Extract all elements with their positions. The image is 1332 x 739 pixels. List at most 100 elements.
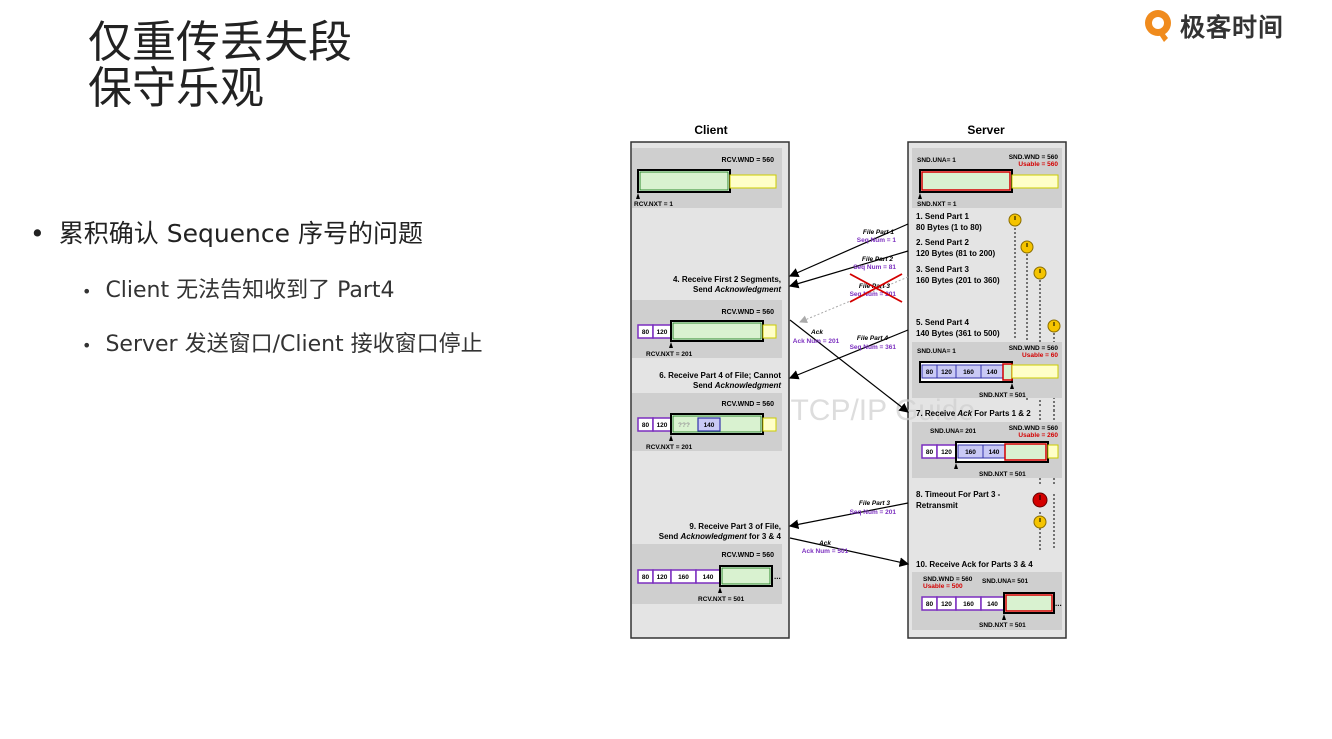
svg-text:File Part 4: File Part 4 xyxy=(857,335,888,342)
file-part-4-arrow xyxy=(788,329,909,380)
client-step-6: 6. Receive Part 4 of File; Cannot xyxy=(659,371,781,380)
svg-text:Ack: Ack xyxy=(810,329,823,336)
svg-text:80: 80 xyxy=(642,329,650,336)
svg-text:140: 140 xyxy=(704,422,715,429)
svg-text:SND.WND = 560: SND.WND = 560 xyxy=(1009,425,1059,432)
stopwatch-icon xyxy=(1008,213,1022,227)
svg-text:Send Acknowledgment for 3 & 4: Send Acknowledgment for 3 & 4 xyxy=(659,532,782,541)
lost-packet-x-icon xyxy=(849,273,903,303)
stopwatch-icon xyxy=(1047,319,1061,333)
svg-text:SND.UNA= 1: SND.UNA= 1 xyxy=(917,157,956,164)
server-step-7: 7. Receive Ack For Parts 1 & 2 xyxy=(916,409,1031,418)
svg-text:SND.UNA= 1: SND.UNA= 1 xyxy=(917,348,956,355)
timeout-alarm-icon xyxy=(1032,492,1048,508)
svg-text:120: 120 xyxy=(941,601,952,608)
file-part-3-retransmit-arrow xyxy=(788,502,909,530)
svg-text:SND.WND = 560: SND.WND = 560 xyxy=(923,576,973,583)
svg-text:140: 140 xyxy=(703,574,714,581)
title-line-2: 保守乐观 xyxy=(88,63,264,114)
svg-text:160: 160 xyxy=(965,449,976,456)
svg-text:Seq Num = 201: Seq Num = 201 xyxy=(850,509,897,516)
svg-text:RCV.NXT = 501: RCV.NXT = 501 xyxy=(698,596,745,603)
svg-text:80: 80 xyxy=(926,601,934,608)
geekbang-logo-icon xyxy=(1145,10,1171,42)
bullet-dot-icon: • xyxy=(30,219,45,248)
svg-text:Seq Num = 201: Seq Num = 201 xyxy=(850,291,897,298)
svg-text:RCV.NXT = 201: RCV.NXT = 201 xyxy=(646,351,693,358)
svg-text:RCV.WND = 560: RCV.WND = 560 xyxy=(722,552,775,559)
stopwatch-icon xyxy=(1033,515,1047,529)
bullet-dot-icon: • xyxy=(82,282,92,301)
stopwatch-icon xyxy=(1033,266,1047,280)
client-step-4: 4. Receive First 2 Segments, xyxy=(673,275,781,284)
svg-text:120 Bytes (81 to 200): 120 Bytes (81 to 200) xyxy=(916,249,995,258)
svg-text:Usable = 500: Usable = 500 xyxy=(923,583,963,590)
svg-text:SND.NXT = 501: SND.NXT = 501 xyxy=(979,471,1026,478)
server-header: Server xyxy=(967,123,1005,137)
bullet-dot-icon: • xyxy=(82,336,92,355)
svg-text:SND.WND = 560: SND.WND = 560 xyxy=(1009,154,1059,161)
svg-text:80: 80 xyxy=(926,449,934,456)
svg-text:Seq Num = 81: Seq Num = 81 xyxy=(853,264,896,271)
svg-text:Ack: Ack xyxy=(818,540,831,547)
svg-text:120: 120 xyxy=(941,449,952,456)
server-step-2: 2. Send Part 2 xyxy=(916,238,969,247)
svg-text:160: 160 xyxy=(678,574,689,581)
svg-text:120: 120 xyxy=(657,329,668,336)
file-part-1-arrow xyxy=(788,223,909,278)
bullet-2: •Client 无法告知收到了 Part4 xyxy=(82,272,395,304)
svg-text:...: ... xyxy=(1055,599,1062,608)
svg-text:140: 140 xyxy=(987,601,998,608)
bullet-3-text: Server 发送窗口/Client 接收窗口停止 xyxy=(105,332,483,357)
svg-text:120: 120 xyxy=(657,422,668,429)
bullet-3: • Server 发送窗口/Client 接收窗口停止 xyxy=(82,326,483,358)
svg-text:Seq Num = 1: Seq Num = 1 xyxy=(857,237,897,244)
title-line-1: 仅重传丢失段 xyxy=(88,17,352,68)
svg-text:Ack Num = 501: Ack Num = 501 xyxy=(802,548,849,555)
svg-text:Usable = 560: Usable = 560 xyxy=(1018,161,1058,168)
slide-title: 仅重传丢失段 保守乐观 xyxy=(88,20,352,112)
bullet-1-text: 累积确认 Sequence 序号的问题 xyxy=(58,219,423,248)
server-step-3: 3. Send Part 3 xyxy=(916,265,969,274)
tcp-selective-retransmit-diagram: Client Server The TCP/IP Guide RCV.WND =… xyxy=(630,123,1067,639)
client-rcv-nxt-1: RCV.NXT = 1 xyxy=(634,201,673,208)
stopwatch-icon xyxy=(1020,240,1034,254)
svg-text:140 Bytes (361 to 500): 140 Bytes (361 to 500) xyxy=(916,329,1000,338)
svg-text:120: 120 xyxy=(941,369,952,376)
svg-text:SND.NXT = 501: SND.NXT = 501 xyxy=(979,392,1026,399)
ack-501-arrow xyxy=(789,537,910,567)
brand-logo: 极客时间 xyxy=(1142,8,1284,44)
file-part-2-arrow xyxy=(788,250,909,289)
svg-text:SND.NXT = 501: SND.NXT = 501 xyxy=(979,622,1026,629)
server-step-1: 1. Send Part 1 xyxy=(916,212,969,221)
svg-text:80: 80 xyxy=(642,422,650,429)
svg-text:Retransmit: Retransmit xyxy=(916,501,958,510)
server-step-10: 10. Receive Ack for Parts 3 & 4 xyxy=(916,560,1033,569)
svg-text:Ack Num = 201: Ack Num = 201 xyxy=(793,338,840,345)
client-header: Client xyxy=(694,123,727,137)
svg-text:SND.UNA= 501: SND.UNA= 501 xyxy=(982,578,1028,585)
svg-text:Seq Num = 361: Seq Num = 361 xyxy=(850,344,897,351)
svg-text:80 Bytes (1 to 80): 80 Bytes (1 to 80) xyxy=(916,223,982,232)
svg-text:File Part 1: File Part 1 xyxy=(863,229,894,236)
file-part-3-lost-arrow xyxy=(799,276,909,323)
svg-text:140: 140 xyxy=(987,369,998,376)
svg-text:SND.UNA= 201: SND.UNA= 201 xyxy=(930,428,976,435)
server-step-5: 5. Send Part 4 xyxy=(916,318,969,327)
server-step-8: 8. Timeout For Part 3 - xyxy=(916,490,1001,499)
brand-name: 极客时间 xyxy=(1180,13,1285,42)
svg-text:Send Acknowledgment: Send Acknowledgment xyxy=(693,381,781,390)
svg-text:Usable = 60: Usable = 60 xyxy=(1022,352,1058,359)
client-step-9: 9. Receive Part 3 of File, xyxy=(689,522,781,531)
svg-text:RCV.WND = 560: RCV.WND = 560 xyxy=(722,309,775,316)
svg-text:80: 80 xyxy=(642,574,650,581)
svg-text:120: 120 xyxy=(657,574,668,581)
svg-text:Send Acknowledgment: Send Acknowledgment xyxy=(693,285,781,294)
bullet-1: • 累积确认 Sequence 序号的问题 xyxy=(30,214,423,250)
svg-text:160: 160 xyxy=(963,601,974,608)
svg-text:140: 140 xyxy=(989,449,1000,456)
svg-text:RCV.NXT = 201: RCV.NXT = 201 xyxy=(646,444,693,451)
svg-text:RCV.WND = 560: RCV.WND = 560 xyxy=(722,401,775,408)
svg-text:...: ... xyxy=(774,572,781,581)
svg-text:File Part 3: File Part 3 xyxy=(859,500,890,507)
